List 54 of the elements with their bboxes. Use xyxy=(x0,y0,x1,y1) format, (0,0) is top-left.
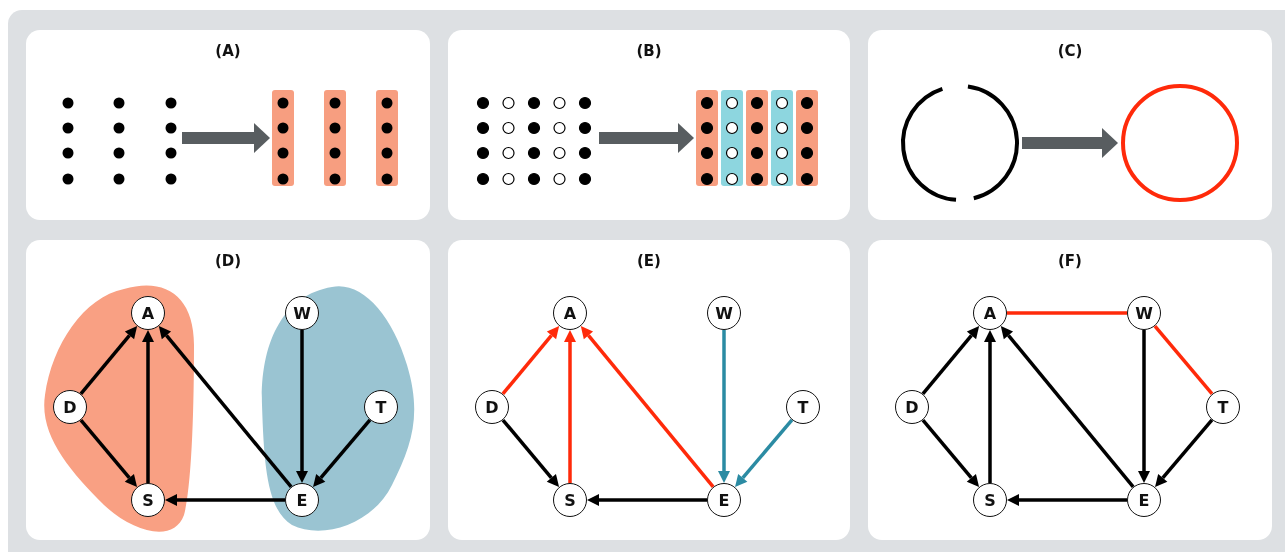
panel-card xyxy=(448,30,850,220)
panel-title: (C) xyxy=(1057,42,1083,60)
arrow xyxy=(1022,128,1118,158)
arrow xyxy=(580,326,715,488)
arrow xyxy=(564,330,576,483)
graph-node: D xyxy=(895,390,929,424)
dot-column-drawing xyxy=(270,88,400,188)
graph-node: A xyxy=(553,296,587,330)
panel-title: (D) xyxy=(214,252,242,270)
graph-node: E xyxy=(707,483,741,517)
panel-title: (F) xyxy=(1058,252,1082,270)
arrow xyxy=(718,330,730,483)
graph-node: T xyxy=(1206,390,1240,424)
panel-card xyxy=(448,240,850,540)
graph-node: W xyxy=(707,296,741,330)
connector-line xyxy=(1153,324,1214,396)
arrow xyxy=(599,123,694,153)
panel-title: (A) xyxy=(215,42,241,60)
connector-line xyxy=(1007,311,1127,315)
cluster-region xyxy=(262,285,412,531)
graph-node: W xyxy=(1127,296,1161,330)
arrow xyxy=(501,326,560,396)
graph-node: D xyxy=(475,390,509,424)
graph-node: A xyxy=(973,296,1007,330)
panel-title: (B) xyxy=(636,42,662,60)
arrow xyxy=(313,418,372,488)
arrow xyxy=(501,418,560,487)
panel-card xyxy=(868,30,1272,220)
arrow xyxy=(79,418,138,487)
arrow xyxy=(735,418,794,488)
arrow xyxy=(142,330,154,483)
arrow xyxy=(182,123,270,153)
arrow xyxy=(921,326,980,396)
arrow xyxy=(921,418,980,487)
arrow xyxy=(1138,330,1150,483)
panel-card xyxy=(26,30,430,220)
arrow xyxy=(587,494,707,506)
graph-node: S xyxy=(973,483,1007,517)
graph-node: T xyxy=(786,390,820,424)
arrow xyxy=(165,494,285,506)
circle-drawing xyxy=(1118,81,1242,205)
arrow xyxy=(296,330,308,483)
graph-node: S xyxy=(553,483,587,517)
arrow xyxy=(1007,494,1127,506)
panel-card xyxy=(868,240,1272,540)
arrow xyxy=(158,326,293,488)
cluster-region xyxy=(44,285,194,531)
arrow xyxy=(79,326,138,396)
panel-title: (E) xyxy=(637,252,661,270)
arrow xyxy=(984,330,996,483)
arrow xyxy=(1000,326,1135,488)
graph-node: E xyxy=(1127,483,1161,517)
arrow xyxy=(1155,418,1214,488)
panel-card xyxy=(26,240,430,540)
